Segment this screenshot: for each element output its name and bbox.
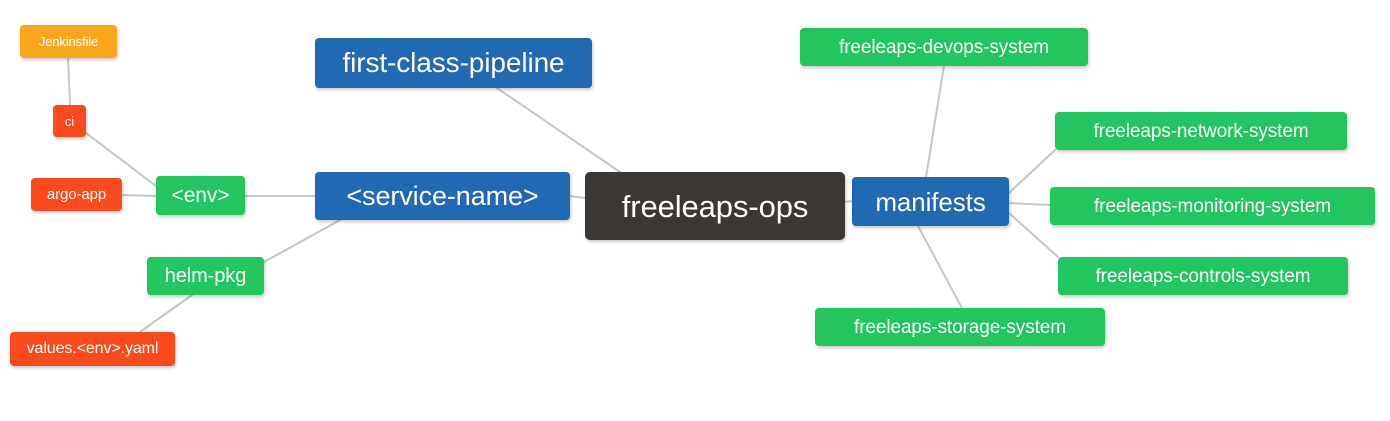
mindmap-node-freeleaps-monitoring-system[interactable]: freeleaps-monitoring-system [1050, 187, 1375, 225]
mindmap-node-helm-pkg[interactable]: helm-pkg [147, 257, 264, 295]
mindmap-node-jenkinsfile[interactable]: Jenkinsfile [20, 25, 117, 58]
mindmap-node-freeleaps-devops-system[interactable]: freeleaps-devops-system [800, 28, 1088, 66]
mindmap-edge-freeleaps-ops-to-manifests [844, 200, 853, 203]
mindmap-node-freeleaps-controls-system[interactable]: freeleaps-controls-system [1058, 257, 1348, 295]
mindmap-node-env[interactable]: <env> [156, 176, 245, 215]
mindmap-edge-first-class-pipeline-to-freeleaps-ops [496, 87, 621, 173]
mindmap-node-service-name[interactable]: <service-name> [315, 172, 570, 220]
mindmap-node-freeleaps-storage-system[interactable]: freeleaps-storage-system [815, 308, 1105, 346]
mindmap-node-first-class-pipeline[interactable]: first-class-pipeline [315, 38, 592, 88]
mindmap-edge-service-name-to-freeleaps-ops [569, 195, 586, 199]
mindmap-edge-argo-app-to-env [121, 194, 157, 197]
mindmap-node-values-env-yaml[interactable]: values.<env>.yaml [10, 332, 175, 366]
mindmap-node-freeleaps-network-system[interactable]: freeleaps-network-system [1055, 112, 1347, 150]
mindmap-edge-manifests-to-freeleaps-devops-system [925, 65, 945, 178]
mindmap-node-freeleaps-ops[interactable]: freeleaps-ops [585, 172, 845, 240]
mindmap-edge-jenkinsfile-to-ci [67, 57, 71, 106]
mindmap-node-manifests[interactable]: manifests [852, 177, 1009, 226]
mindmap-node-ci[interactable]: ci [53, 105, 86, 137]
mindmap-edge-helm-pkg-to-service-name [263, 219, 341, 263]
mindmap-edge-manifests-to-freeleaps-storage-system [917, 225, 963, 309]
mindmap-edge-values-env-yaml-to-helm-pkg [139, 294, 193, 333]
mindmap-edge-manifests-to-freeleaps-network-system [1008, 149, 1056, 194]
mindmap-node-argo-app[interactable]: argo-app [31, 178, 122, 211]
mindmap-edge-manifests-to-freeleaps-monitoring-system [1008, 202, 1051, 206]
